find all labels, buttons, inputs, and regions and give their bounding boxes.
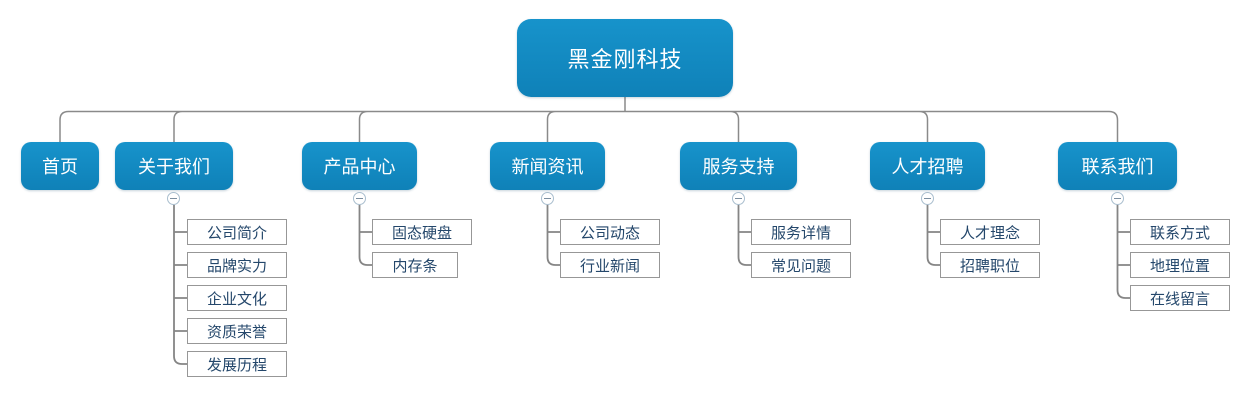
branch-node-products[interactable]: 产品中心: [302, 142, 417, 190]
branch-node-contact[interactable]: 联系我们: [1058, 142, 1177, 190]
leaf-node-talent-philosophy[interactable]: 人才理念: [940, 219, 1040, 245]
leaf-node-company-news[interactable]: 公司动态: [560, 219, 660, 245]
branch-node-careers[interactable]: 人才招聘: [870, 142, 985, 190]
collapse-icon[interactable]: [541, 192, 554, 205]
leaf-node-history[interactable]: 发展历程: [187, 351, 287, 377]
leaf-node-location[interactable]: 地理位置: [1130, 252, 1230, 278]
branch-node-about[interactable]: 关于我们: [115, 142, 233, 190]
level1-connector-path: [59, 97, 1119, 142]
leaf-node-service-details[interactable]: 服务详情: [751, 219, 851, 245]
branch-node-service[interactable]: 服务支持: [680, 142, 797, 190]
collapse-icon[interactable]: [167, 192, 180, 205]
leaf-node-online-message[interactable]: 在线留言: [1130, 285, 1230, 311]
leaf-node-company-profile[interactable]: 公司简介: [187, 219, 287, 245]
collapse-icon[interactable]: [732, 192, 745, 205]
leaf-node-corporate-culture[interactable]: 企业文化: [187, 285, 287, 311]
leaf-node-honors[interactable]: 资质荣誉: [187, 318, 287, 344]
leaf-node-ram[interactable]: 内存条: [372, 252, 458, 278]
leaf-node-ssd[interactable]: 固态硬盘: [372, 219, 472, 245]
root-node[interactable]: 黑金刚科技: [517, 19, 733, 97]
leaf-node-job-openings[interactable]: 招聘职位: [940, 252, 1040, 278]
branch-node-home[interactable]: 首页: [21, 142, 99, 190]
leaf-node-brand-strength[interactable]: 品牌实力: [187, 252, 287, 278]
leaf-node-industry-news[interactable]: 行业新闻: [560, 252, 660, 278]
branch-node-news[interactable]: 新闻资讯: [490, 142, 605, 190]
collapse-icon[interactable]: [921, 192, 934, 205]
leaf-node-contact-info[interactable]: 联系方式: [1130, 219, 1230, 245]
collapse-icon[interactable]: [1111, 192, 1124, 205]
collapse-icon[interactable]: [353, 192, 366, 205]
leaf-node-faq[interactable]: 常见问题: [751, 252, 851, 278]
